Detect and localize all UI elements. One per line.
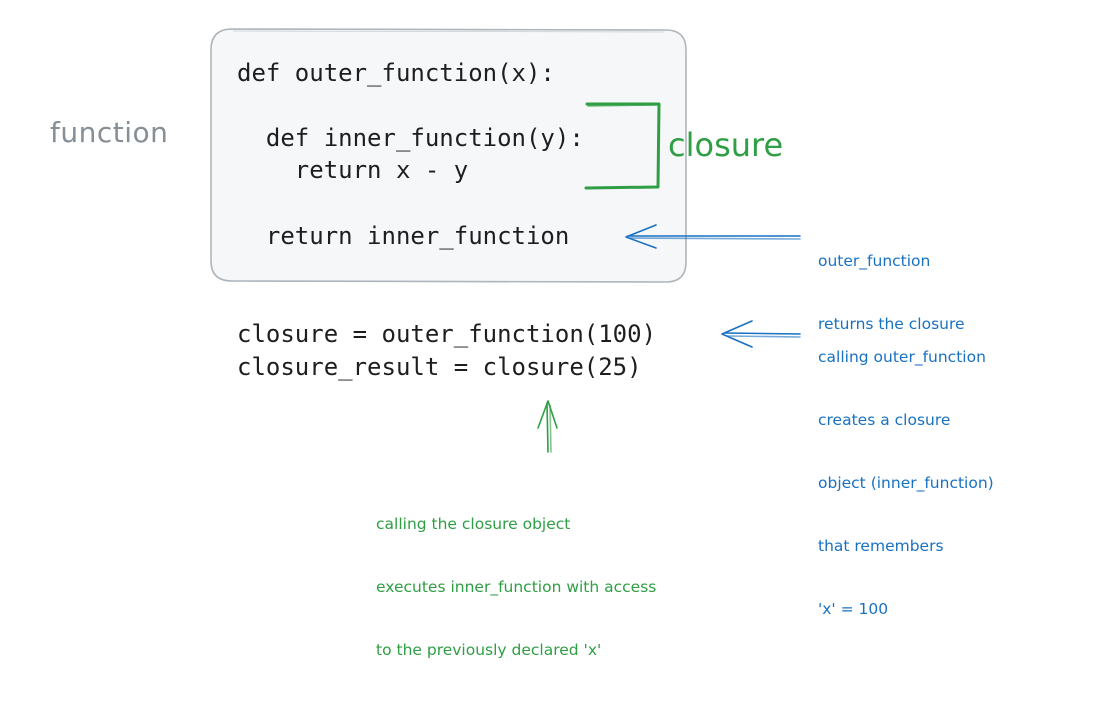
note-line: 'x' = 100 <box>818 600 889 618</box>
usage-line-closure-assign: closure = outer_function(100) <box>237 320 657 348</box>
closure-diagram: function closure def outer_function(x): … <box>50 28 994 659</box>
code-line-def-inner: def inner_function(y): <box>237 124 584 152</box>
code-line-def-outer: def outer_function(x): <box>237 59 555 87</box>
function-box <box>210 28 687 283</box>
note-line: object (inner_function) <box>818 474 994 492</box>
note-line: returns the closure <box>818 315 965 333</box>
note-line: executes inner_function with access <box>376 578 657 596</box>
calling-closure-arrow <box>537 400 558 453</box>
closure-bracket <box>584 102 661 190</box>
note-line: to the previously declared 'x' <box>376 641 602 659</box>
note-line: outer_function <box>818 252 931 270</box>
returns-arrow <box>625 224 801 249</box>
closure-label: closure <box>668 126 784 164</box>
usage-line-closure-result: closure_result = closure(25) <box>237 353 642 381</box>
calling-outer-arrow <box>721 320 801 348</box>
note-line: creates a closure <box>818 411 951 429</box>
note-calling-outer: calling outer_function creates a closure… <box>818 305 994 662</box>
note-line: calling outer_function <box>818 348 986 366</box>
note-calling-closure: calling the closure object executes inne… <box>376 472 656 703</box>
note-line: calling the closure object <box>376 515 571 533</box>
code-line-return-diff: return x - y <box>237 156 469 184</box>
note-line: that remembers <box>818 537 944 555</box>
diagram-shapes <box>210 28 801 453</box>
function-label: function <box>50 116 169 149</box>
note-returns-closure: outer_function returns the closure <box>818 209 965 377</box>
code-line-return-inner: return inner_function <box>237 222 570 250</box>
